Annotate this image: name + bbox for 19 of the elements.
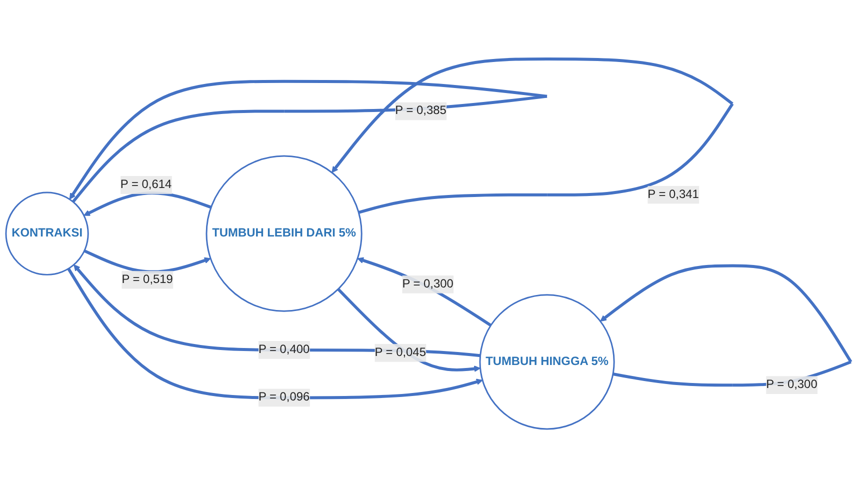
arrow <box>357 256 492 326</box>
node-circle: TUMBUH LEBIH DARI 5% <box>206 154 362 312</box>
edge-label: P = 0,341 <box>648 188 699 200</box>
edge-label: P = 0,300 <box>402 277 454 290</box>
node-circle: TUMBUH HINGGA 5% <box>479 294 615 430</box>
edge-label: P = 0,519 <box>122 272 173 286</box>
arrow <box>84 191 212 216</box>
edge-label: P = 0,096 <box>258 390 310 404</box>
arrow <box>84 248 211 273</box>
edge-label: P = 0,400 <box>258 342 310 356</box>
arrow <box>74 264 480 357</box>
arrow <box>67 267 483 399</box>
arrow <box>337 288 481 372</box>
node-circle: KONTRAKSI <box>5 191 89 275</box>
edge-label: P = 0,614 <box>120 178 172 190</box>
edge-label: P = 0,385 <box>395 104 446 117</box>
edge-label: P = 0,045 <box>374 346 426 358</box>
edge-label: P = 0,300 <box>766 378 818 391</box>
arrow <box>332 57 734 214</box>
